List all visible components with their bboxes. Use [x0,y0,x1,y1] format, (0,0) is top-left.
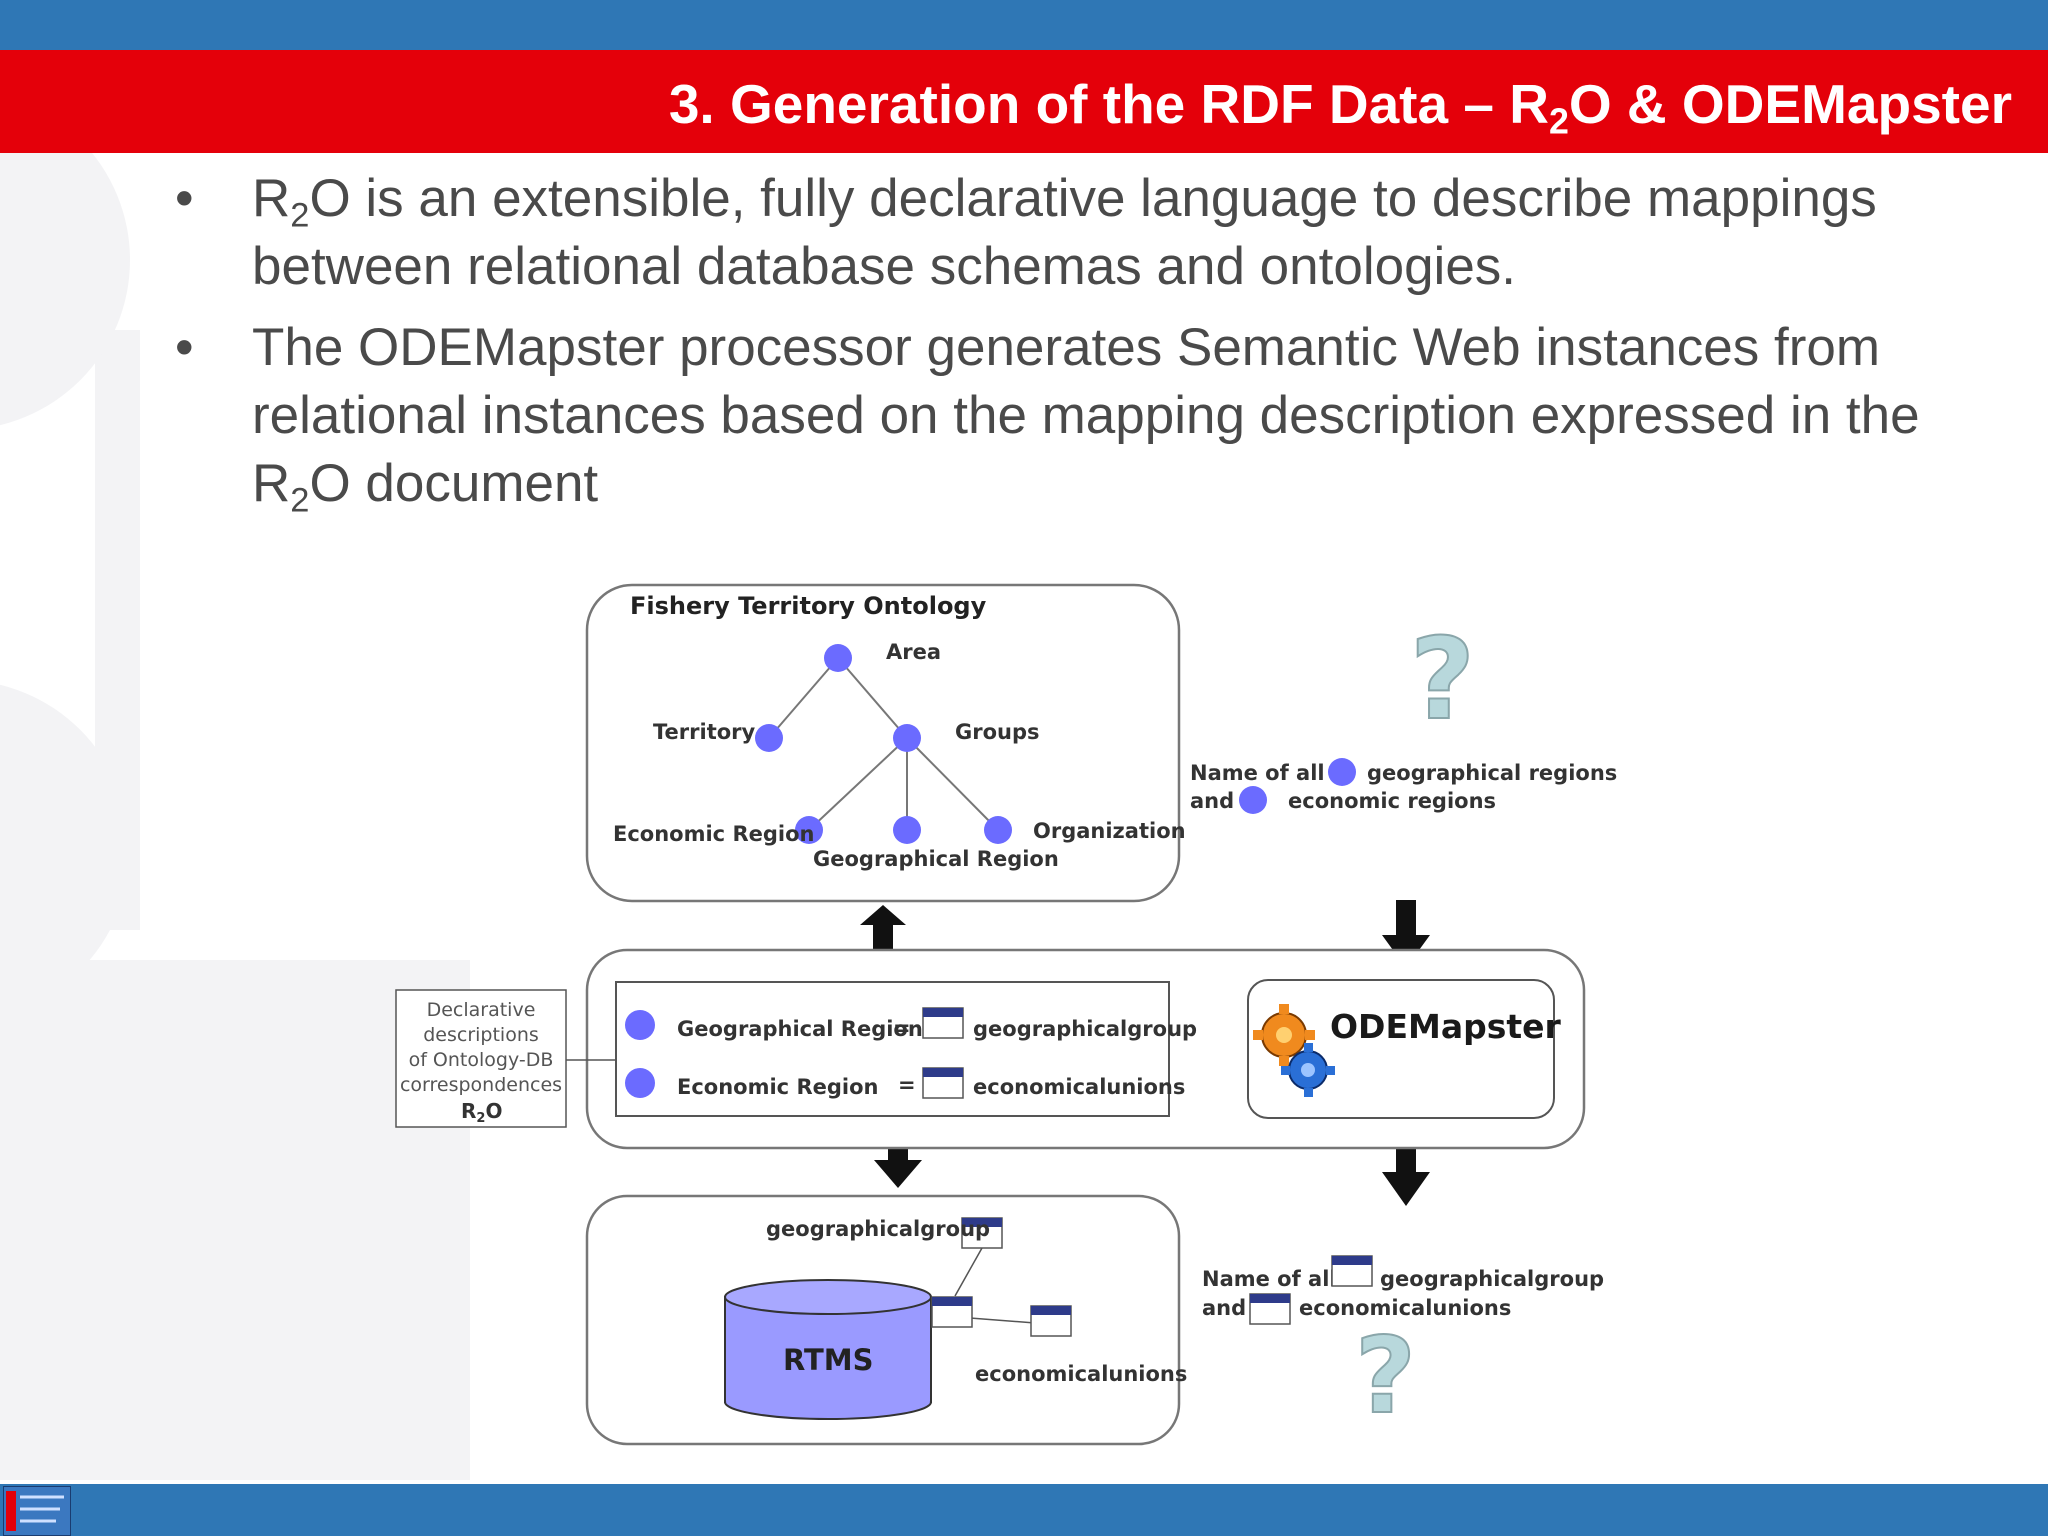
database-icon [724,1279,932,1420]
table-icon [922,1067,964,1099]
db-table-economicalunions: economicalunions [975,1362,1187,1386]
svg-text:geographicalgroup: geographicalgroup [1380,1267,1604,1291]
mapping-right-2: economicalunions [973,1075,1185,1099]
mapping-left-1: Geographical Region [677,1017,923,1041]
bullet-dot: • [175,169,194,228]
node-groups [893,724,921,752]
bullet-dot: • [175,318,194,377]
label-area: Area [886,640,941,664]
svg-text:Name of all: Name of all [1202,1267,1337,1291]
logo-icon [3,1486,71,1536]
mapping-node-2 [625,1068,655,1098]
label-organization: Organization [1033,819,1186,843]
svg-text:Declarative: Declarative [427,999,536,1021]
arrow-down-middle [874,1130,922,1188]
svg-text:correspondences: correspondences [400,1074,562,1096]
mapping-box [615,981,1170,1117]
label-economic-region: Economic Region [613,822,814,846]
query-top: Name of all geographical regions and eco… [1190,758,1617,814]
slide-title: 3. Generation of the RDF Data – R2O & OD… [668,73,2012,142]
label-territory: Territory [653,720,756,744]
title-bar [0,50,2048,153]
table-icon [1030,1305,1072,1337]
ontology-title: Fishery Territory Ontology [630,592,987,620]
database-name: RTMS [783,1343,874,1377]
svg-text:of Ontology-DB: of Ontology-DB [409,1049,554,1071]
node-organization [984,816,1012,844]
ontology-box [585,583,1181,903]
gears-icon [1253,1004,1335,1097]
node-economic-region [795,816,823,844]
bullet-item: • R2O is an extensible, fully declarativ… [175,165,1995,301]
mapping-right-1: geographicalgroup [973,1017,1197,1041]
mapping-left-2: Economic Region [677,1075,878,1099]
svg-text:economic regions: economic regions [1288,789,1496,813]
svg-text:and: and [1190,789,1234,813]
bottom-bar [0,1484,2048,1536]
label-groups: Groups [955,720,1040,744]
db-table-geographicalgroup: geographicalgroup [766,1217,990,1241]
odemapster-label: ODEMapster [1330,1007,1562,1046]
mapping-equals-2: = [898,1073,916,1097]
bullet-item: • The ODEMapster processor generates Sem… [175,314,1995,518]
svg-text:and: and [1202,1296,1246,1320]
r2o-note-text: Declarative descriptions of Ontology-DB … [400,999,562,1096]
ontology-edges [768,657,999,831]
mapping-equals-1: = [893,1016,911,1040]
svg-text:descriptions: descriptions [423,1024,539,1046]
table-icon [931,1296,973,1328]
svg-text:economicalunions: economicalunions [1299,1296,1511,1320]
top-bar [0,0,2048,50]
mapping-node-1 [625,1010,655,1040]
r2o-note-box [395,989,567,1128]
svg-text:Name of all: Name of all [1190,761,1325,785]
table-icon [922,1007,964,1039]
svg-text:geographical regions: geographical regions [1367,761,1617,785]
label-geographical-region: Geographical Region [813,847,1059,871]
node-geographical-region [893,816,921,844]
question-mark-top: ? [1410,615,1475,745]
arrow-down-right-bottom [1382,1138,1430,1206]
arrow-up [860,905,906,958]
node-territory [755,724,783,752]
node-area [824,644,852,672]
bullet-list: • R2O is an extensible, fully declarativ… [175,165,1995,531]
odemapster-box [1247,979,1555,1119]
r2o-note-label: R2O [461,1099,502,1126]
question-mark-bottom: ? [1355,1315,1416,1437]
query-bottom: Name of all geographicalgroup and econom… [1202,1255,1604,1325]
